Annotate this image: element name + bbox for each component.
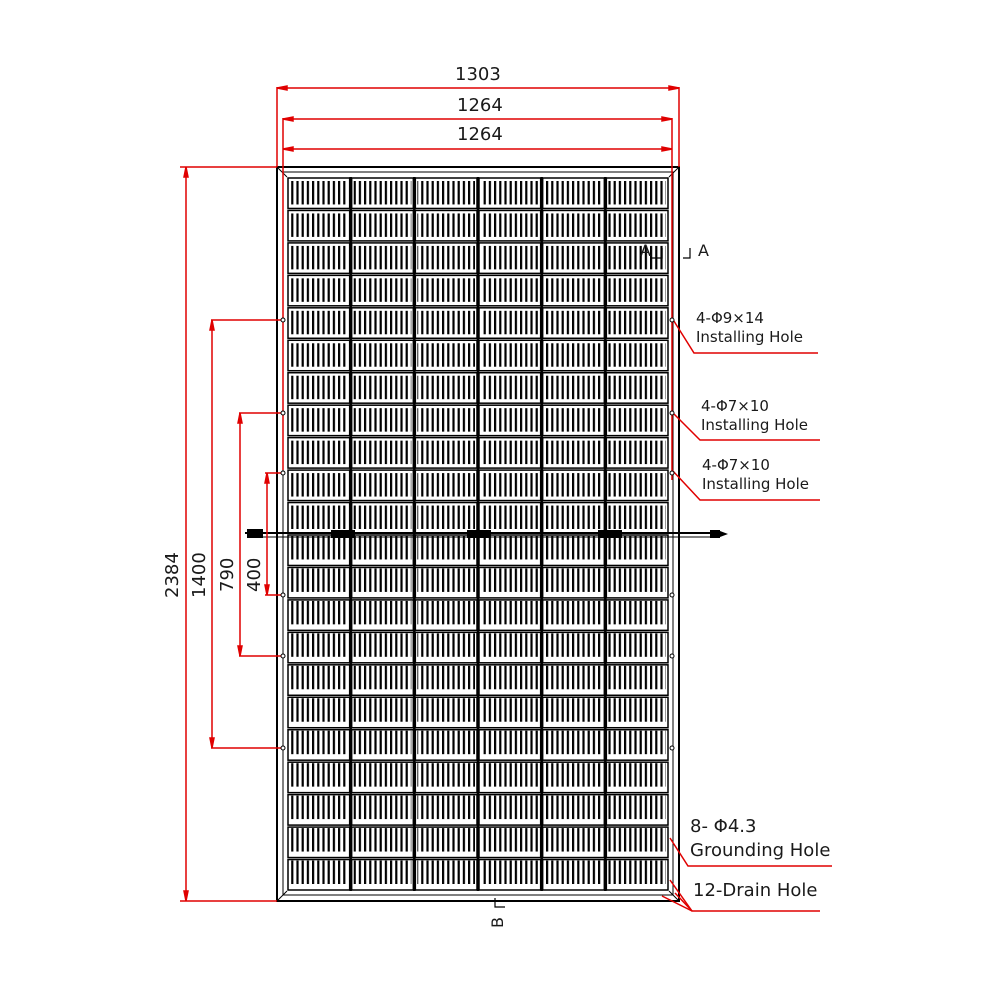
section-mark-a-right: A <box>698 241 709 260</box>
dim-hole-spacing-1400: 1400 <box>189 552 210 598</box>
solar-cells-grid <box>287 177 669 891</box>
section-mark-a-left: A <box>640 241 651 260</box>
dim-height-overall: 2384 <box>162 552 183 598</box>
connector-left-icon <box>247 529 263 538</box>
callout-spec: 4-Φ9×14 <box>696 309 764 327</box>
dim-width-holes-outer: 1264 <box>457 95 503 116</box>
junction-box-1 <box>331 530 355 538</box>
callout-installing-hole-7x10-b: 4-Φ7×10 Installing Hole <box>702 456 809 494</box>
dim-width-overall: 1303 <box>455 64 501 85</box>
callout-spec: 4-Φ7×10 <box>702 456 770 474</box>
junction-box-2 <box>467 530 491 538</box>
left-dimensions <box>180 166 283 902</box>
dim-width-holes-inner: 1264 <box>457 124 503 145</box>
callout-label: Installing Hole <box>701 416 808 434</box>
callout-label: Installing Hole <box>702 475 809 493</box>
dim-hole-spacing-790: 790 <box>217 557 238 592</box>
callout-spec: 4-Φ7×10 <box>701 397 769 415</box>
section-mark-lines <box>494 248 691 908</box>
callout-grounding-hole: 8- Φ4.3 Grounding Hole <box>690 815 830 863</box>
callout-spec: 8- Φ4.3 <box>690 816 757 837</box>
callout-leaders <box>661 317 832 912</box>
callout-drain-hole: 12-Drain Hole <box>693 880 818 901</box>
cable <box>245 529 728 538</box>
junction-box-3 <box>598 530 622 538</box>
callout-installing-hole-7x10-a: 4-Φ7×10 Installing Hole <box>701 397 808 435</box>
callout-label: Grounding Hole <box>690 840 831 861</box>
connector-right-icon <box>710 530 720 538</box>
mounting-holes <box>280 317 675 751</box>
dim-hole-spacing-400: 400 <box>244 557 265 592</box>
callout-installing-hole-9x14: 4-Φ9×14 Installing Hole <box>696 309 803 347</box>
callout-label: Installing Hole <box>696 328 803 346</box>
section-mark-b: B <box>488 917 507 928</box>
